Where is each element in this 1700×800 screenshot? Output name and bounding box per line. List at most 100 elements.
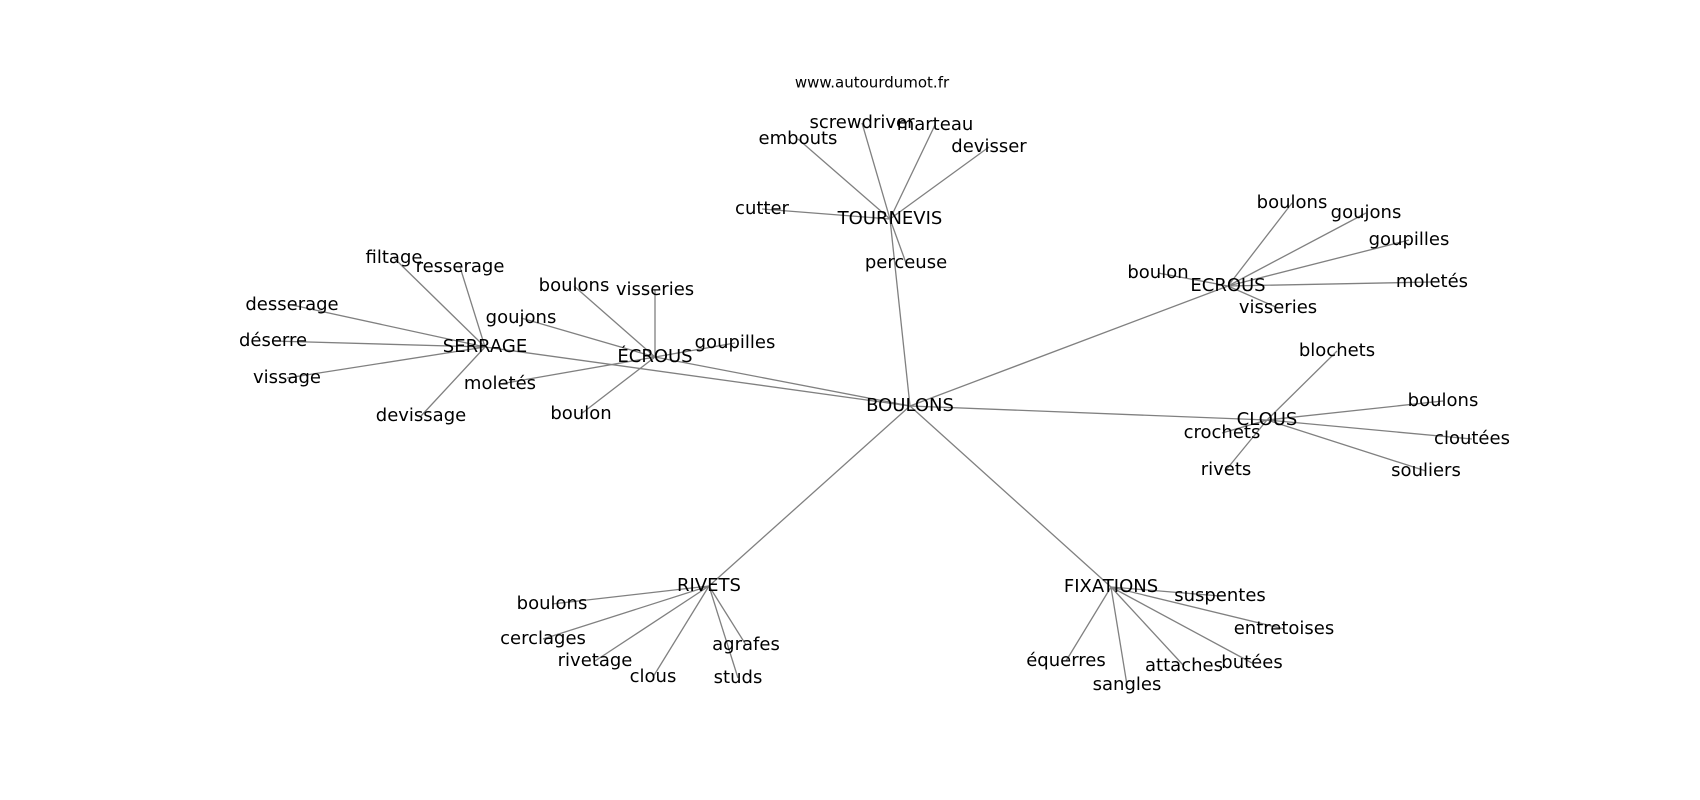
edge-serrage-devissage — [420, 346, 486, 417]
leaf-node: déserre — [239, 330, 307, 351]
edge-clous-crochets — [1221, 419, 1268, 434]
edge-fixations-sangles — [1110, 586, 1128, 686]
hub-node: RIVETS — [677, 575, 741, 596]
leaf-node: screwdriver — [809, 112, 915, 133]
edge-rivets-agrafes — [708, 585, 747, 646]
edge-serrage-vissage — [286, 346, 486, 379]
edge-center-fixations — [909, 405, 1112, 588]
leaf-node: devisser — [951, 136, 1027, 157]
edge-ecrous-goujons — [1227, 212, 1367, 287]
edge-rivets-cerclages — [542, 585, 710, 640]
leaf-node: butées — [1221, 652, 1282, 673]
leaf-node: resserage — [416, 256, 505, 277]
edge-clous-cloutées — [1266, 419, 1473, 440]
hub-node: SERRAGE — [443, 336, 527, 357]
leaf-node: goupilles — [1369, 229, 1450, 250]
edge-tournevis-embouts — [797, 138, 891, 220]
edge-ecrous-boulons — [1227, 202, 1293, 287]
edge-rivets-boulons — [551, 585, 710, 605]
leaf-node: devissage — [376, 405, 466, 426]
edge-center-ecrous-left — [654, 356, 911, 407]
leaf-node: boulons — [517, 593, 588, 614]
leaf-node: vissage — [253, 367, 321, 388]
edge-center-rivets — [708, 405, 911, 587]
leaf-node: filtage — [366, 247, 423, 268]
graph-edges — [272, 122, 1473, 686]
edge-rivets-rivetage — [594, 585, 710, 662]
leaf-node: embouts — [759, 128, 838, 149]
edge-fixations-suspentes — [1110, 586, 1221, 597]
edge-ecrous-visseries — [1227, 285, 1279, 309]
leaf-node: souliers — [1391, 460, 1461, 481]
hub-node: ECROUS — [1190, 275, 1265, 296]
leaf-node: entretoises — [1234, 618, 1335, 639]
edge-fixations-entretoises — [1110, 586, 1285, 630]
site-watermark: www.autourdumot.fr — [795, 74, 950, 92]
edge-tournevis-marteau — [889, 124, 936, 220]
edge-écrous-goujons — [520, 317, 656, 358]
leaf-node: moletés — [464, 373, 536, 394]
leaf-node: perceuse — [865, 252, 947, 273]
edge-serrage-filtage — [393, 257, 486, 348]
leaf-node: boulons — [1408, 390, 1479, 411]
leaf-node: suspentes — [1174, 585, 1266, 606]
hub-node: FIXATIONS — [1064, 576, 1158, 597]
leaf-node: desserage — [245, 294, 338, 315]
edge-écrous-boulon — [580, 356, 656, 415]
hub-node: TOURNEVIS — [837, 208, 943, 229]
leaf-node: boulons — [1257, 192, 1328, 213]
leaf-node: cloutées — [1434, 428, 1510, 449]
edge-clous-souliers — [1266, 419, 1427, 472]
edge-fixations-butées — [1110, 586, 1253, 664]
leaf-node: moletés — [1396, 271, 1468, 292]
leaf-node: boulons — [539, 275, 610, 296]
leaf-node: clous — [630, 666, 677, 687]
leaf-node: crochets — [1184, 422, 1261, 443]
edge-serrage-déserre — [272, 340, 486, 348]
leaf-node: goujons — [1331, 202, 1402, 223]
edge-écrous-goupilles — [654, 342, 736, 358]
leaf-node: boulon — [550, 403, 611, 424]
leaf-node: blochets — [1299, 340, 1375, 361]
leaf-node: cutter — [735, 198, 789, 219]
edge-center-ecrous-right — [909, 285, 1229, 407]
edge-center-tournevis — [889, 218, 911, 407]
edge-clous-blochets — [1266, 350, 1338, 421]
leaf-node: goupilles — [695, 332, 776, 353]
leaf-node: équerres — [1026, 650, 1106, 671]
edge-ecrous-goupilles — [1227, 239, 1410, 287]
leaf-node: rivetage — [558, 650, 633, 671]
graph-labels: www.autourdumot.fr BOULONS TOURNEVIS scre… — [239, 74, 1510, 696]
leaf-node: cerclages — [500, 628, 586, 649]
edge-serrage-desserage — [291, 304, 486, 348]
edge-center-serrage — [484, 346, 911, 407]
leaf-node: visseries — [616, 279, 694, 300]
leaf-node: goujons — [486, 307, 557, 328]
edge-écrous-moletés — [499, 356, 656, 385]
center-node: BOULONS — [866, 395, 954, 416]
edge-serrage-resserage — [459, 266, 486, 348]
leaf-node: agrafes — [712, 634, 780, 655]
edge-écrous-boulons — [573, 285, 656, 358]
leaf-node: rivets — [1201, 459, 1252, 480]
edge-ecrous-moletés — [1227, 281, 1433, 287]
edge-fixations-attaches — [1110, 586, 1185, 667]
edge-tournevis-cutter — [761, 208, 891, 220]
edge-center-clous — [909, 405, 1268, 421]
leaf-node: studs — [714, 667, 763, 688]
leaf-node: visseries — [1239, 297, 1317, 318]
edge-clous-rivets — [1225, 419, 1268, 471]
edge-ecrous-boulon — [1157, 272, 1229, 287]
hub-node: ÉCROUS — [617, 345, 692, 367]
edge-rivets-clous — [652, 585, 710, 678]
edge-fixations-équerres — [1065, 586, 1112, 662]
leaf-node: sangles — [1093, 674, 1162, 695]
edge-tournevis-screwdriver — [861, 122, 891, 220]
leaf-node: boulon — [1127, 262, 1188, 283]
edge-rivets-studs — [708, 585, 739, 679]
leaf-node: marteau — [897, 114, 974, 135]
edge-tournevis-devisser — [889, 146, 990, 220]
edge-clous-boulons — [1266, 400, 1444, 421]
leaf-node: attaches — [1145, 655, 1223, 676]
